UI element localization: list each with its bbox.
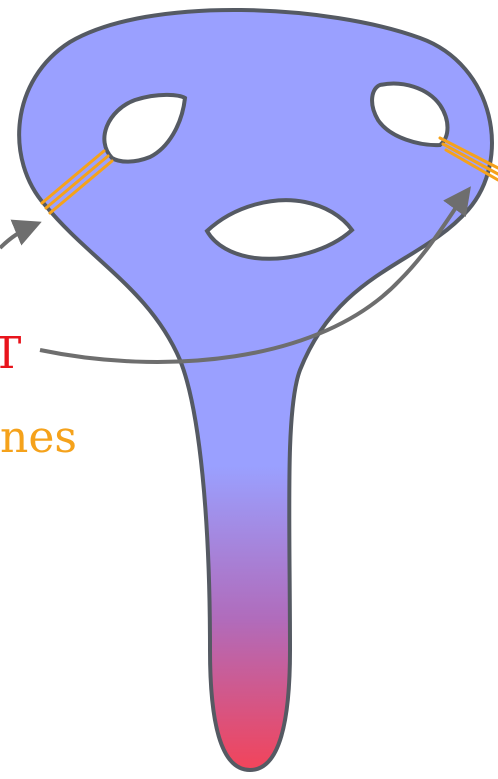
label-t: T — [0, 328, 21, 379]
left-arrow — [0, 225, 34, 248]
label-nes: nes — [0, 412, 77, 463]
